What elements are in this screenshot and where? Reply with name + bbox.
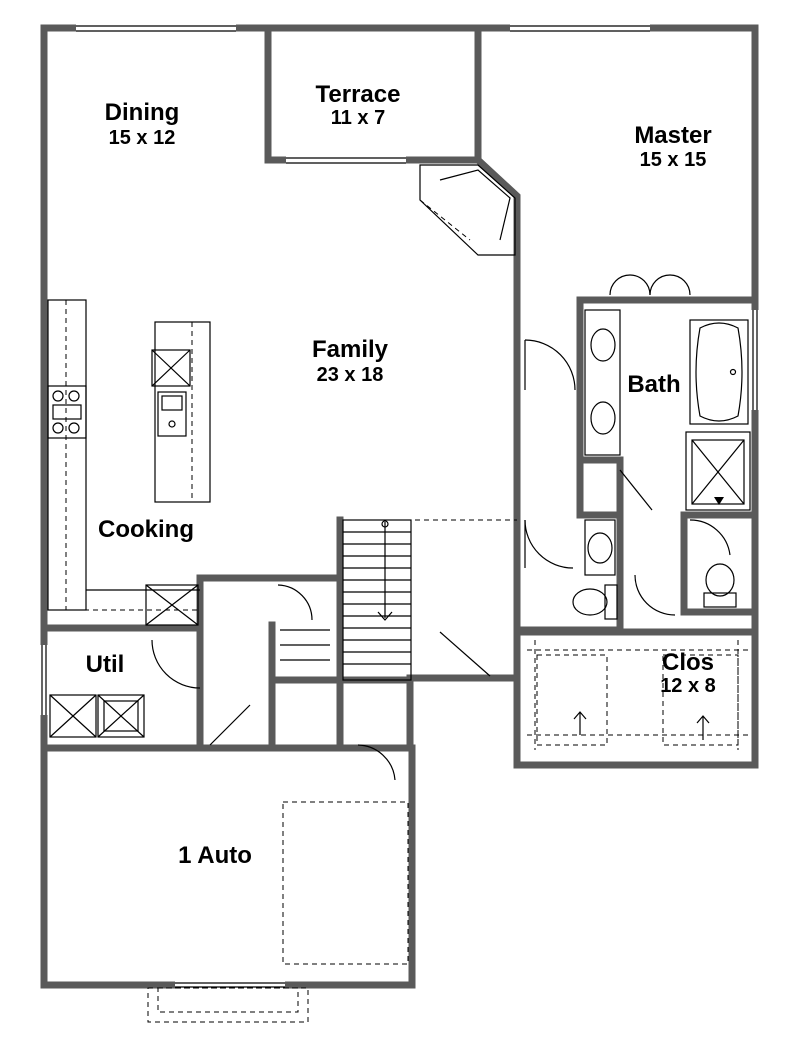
terrace-dims: 11 x 7 [331, 107, 386, 129]
master-label: Master [634, 122, 711, 149]
closet-dims: 12 x 8 [660, 675, 716, 697]
closet-label: Clos [662, 649, 714, 676]
dining-dims: 15 x 12 [109, 127, 176, 149]
bath-fixtures [572, 309, 751, 620]
terrace-label: Terrace [316, 81, 401, 108]
master-dims: 15 x 15 [640, 149, 707, 171]
family-label: Family [312, 336, 389, 363]
bath-label: Bath [627, 371, 680, 398]
cooking-label: Cooking [98, 516, 194, 543]
windows [40, 24, 759, 989]
garage-vehicle-outline [282, 801, 409, 965]
interior-walls [40, 296, 759, 752]
stairs [280, 519, 517, 681]
garage-label: 1 Auto [178, 842, 252, 869]
util-label: Util [86, 651, 125, 678]
room-labels: Dining 15 x 12 Terrace 11 x 7 Master 15 … [86, 81, 716, 869]
garage-step [147, 987, 309, 1023]
kitchen-counters [47, 299, 200, 626]
fireplace [419, 164, 516, 256]
laundry [49, 694, 145, 738]
closet-shelves [527, 640, 750, 750]
family-dims: 23 x 18 [317, 364, 384, 386]
doors [151, 274, 731, 781]
kitchen-island [151, 321, 211, 503]
dining-label: Dining [105, 99, 180, 126]
exterior-walls [40, 24, 759, 989]
